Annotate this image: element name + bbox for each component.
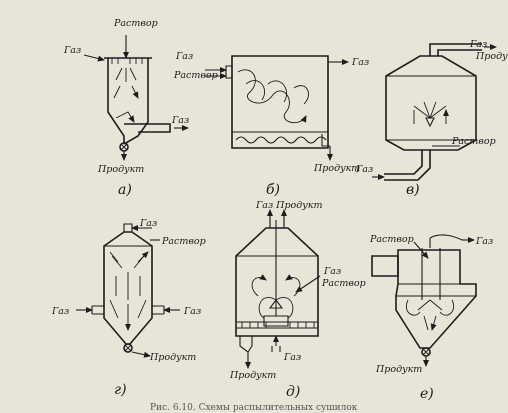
label-gas-g-left: Газ [51,306,69,317]
scheme-a: Раствор Газ Газ Продукт а) [63,18,189,198]
label-product-d: Продукт [229,370,276,381]
label-gas-b: Газ [175,51,193,62]
label-gas-d: Газ [323,266,341,277]
scheme-d: Газ Продукт Газ Раствор Газ Продукт д) [229,200,366,400]
caption-g: г) [114,382,127,398]
label-gas-product-d: Газ Продукт [255,200,322,211]
caption-a: а) [118,182,132,198]
caption-b: б) [266,182,280,198]
label-gas-d-bottom: Газ [283,352,301,363]
label-gas-e: Газ [475,236,493,247]
scheme-e: Раствор Газ Продукт е) [369,234,493,402]
label-gas-v: Газ [469,39,487,50]
caption-e: е) [420,386,434,402]
label-solution-b: Раствор [173,70,218,81]
label-solution-g: Раствор [161,236,206,247]
label-gas-g-right: Газ [183,306,201,317]
figure-caption: Рис. 6.10. Схемы распылительных сушилок [150,403,358,413]
label-product-a: Продукт [97,164,144,175]
label-solution-a: Раствор [113,18,158,29]
scheme-g: Газ Раствор Газ Газ Продукт г) [51,218,206,398]
label-product-b: Продукт [313,163,360,174]
label-product-v: Продукт [475,51,508,62]
label-gas-b-out: Газ [351,57,369,68]
label-gas-v-in: Газ [355,164,373,175]
caption-v: в) [406,182,420,198]
scheme-b: Газ Раствор Газ Продукт б) [173,51,369,198]
label-product-g: Продукт [149,352,196,363]
label-solution-d: Раствор [321,278,366,289]
label-gas-a-out: Газ [171,115,189,126]
label-gas-a-in: Газ [63,45,81,56]
scheme-v: Газ Продукт Раствор Газ в) [355,39,508,198]
label-product-e: Продукт [375,364,422,375]
label-gas-g: Газ [139,218,157,229]
label-solution-v: Раствор [451,136,496,147]
caption-d: д) [286,384,300,400]
label-solution-e: Раствор [369,234,414,245]
